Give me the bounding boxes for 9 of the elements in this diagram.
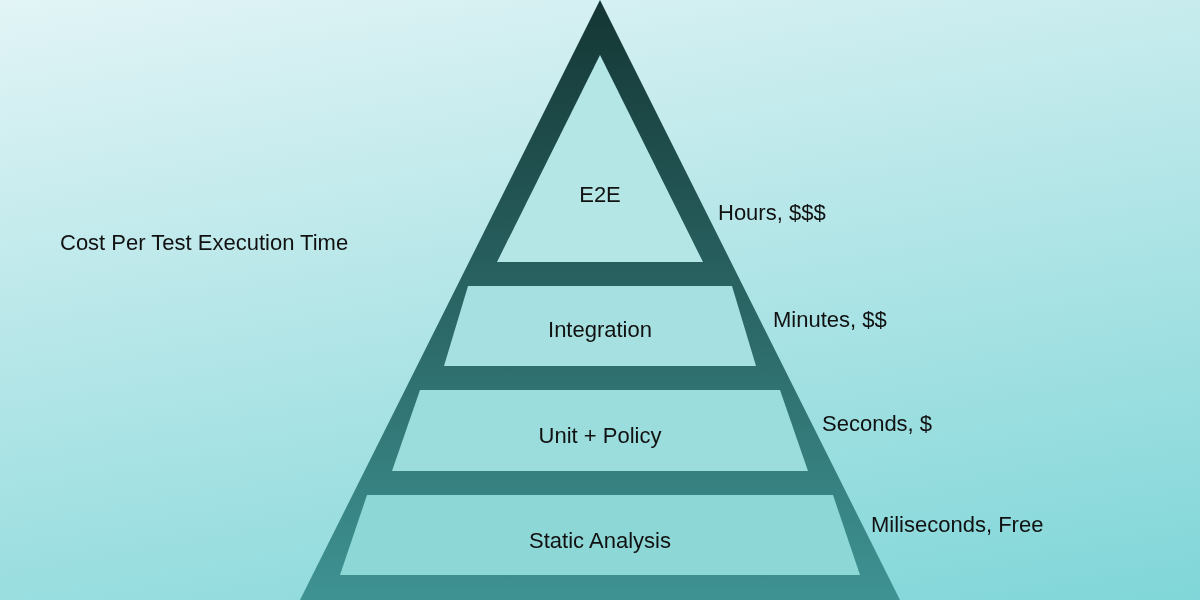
cost-label: Miliseconds, Free (871, 512, 1044, 538)
cost-label: Hours, $$$ (718, 200, 826, 226)
axis-caption: Cost Per Test Execution Time (60, 230, 349, 256)
tier-label: E2E (579, 182, 621, 208)
tier-label: Static Analysis (529, 528, 671, 554)
tier-label: Unit + Policy (538, 423, 662, 449)
tier-label: Integration (548, 317, 652, 343)
cost-label: Seconds, $ (822, 411, 933, 437)
cost-label: Minutes, $$ (773, 307, 887, 333)
